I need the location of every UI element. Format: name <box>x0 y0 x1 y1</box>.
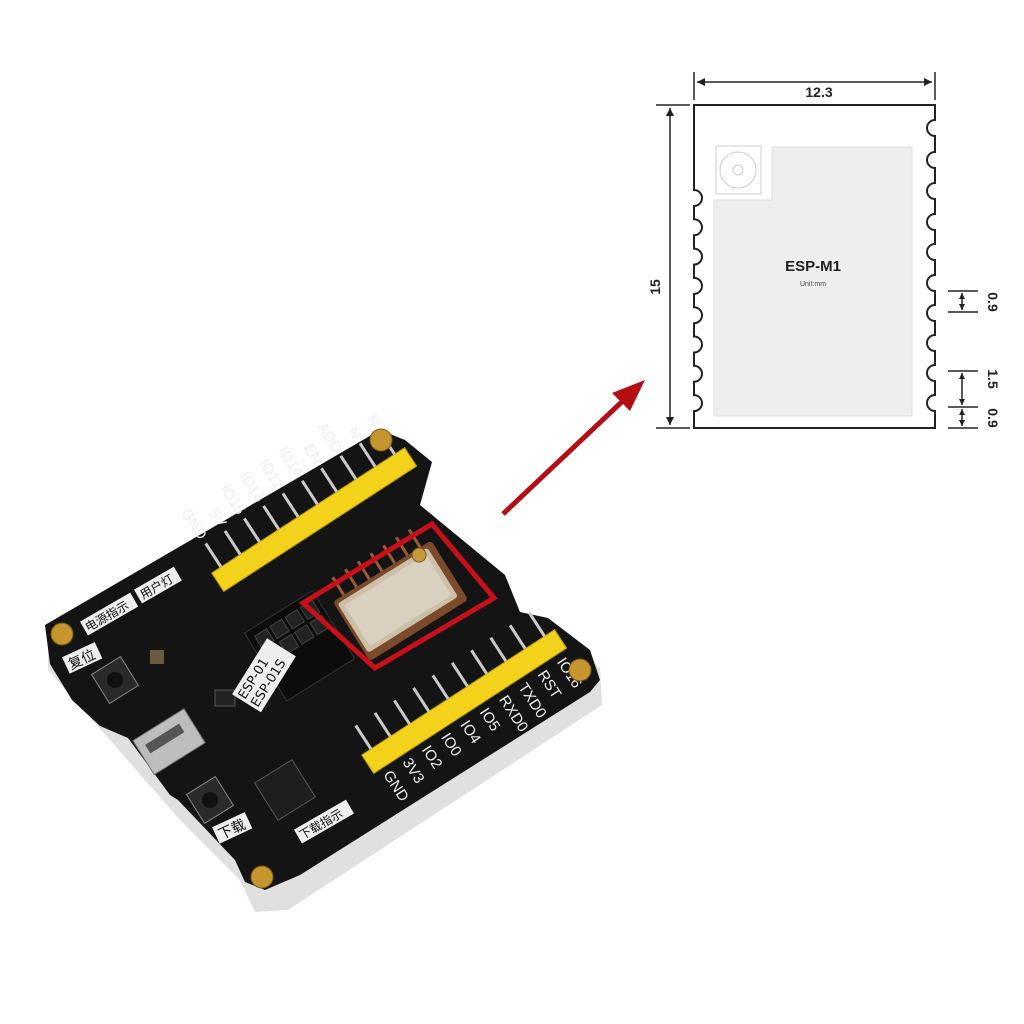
pad-width-value: 0.9 <box>985 292 1001 312</box>
socket-label: ESP-01 ESP-01S <box>232 638 296 713</box>
header-pin <box>431 674 450 700</box>
header-pin <box>528 611 546 638</box>
highlight-box <box>298 520 498 672</box>
header-pin <box>281 492 300 518</box>
pin-label: EN <box>300 441 326 468</box>
header-pin <box>358 442 377 468</box>
header-pin <box>450 662 469 688</box>
header-pin <box>373 712 392 738</box>
antenna-connector-icon <box>411 547 427 563</box>
pad-dimensions <box>948 290 978 429</box>
antenna-center-icon <box>732 164 744 176</box>
regulator-chip <box>214 689 236 707</box>
header-pin <box>508 624 527 650</box>
antenna-icon <box>719 151 757 189</box>
header-pin <box>393 699 411 725</box>
header-pin <box>412 687 431 713</box>
arrowhead-icon <box>612 380 645 411</box>
screw-icon <box>250 865 274 889</box>
header-pin <box>320 467 338 493</box>
usb-serial-chip <box>253 758 317 822</box>
header-pin <box>354 724 373 750</box>
dimension-diagram: ESP-M1 Unit:mm 12.3 15 0.9 1.5 0.9 <box>647 72 1001 429</box>
antenna-connector-outline <box>715 145 762 195</box>
module-shield <box>713 146 913 417</box>
arrowhead-icon <box>959 293 965 426</box>
pad-pitch-value: 1.5 <box>985 369 1001 389</box>
header-pin <box>243 517 261 543</box>
width-value: 12.3 <box>805 84 832 100</box>
screws <box>50 428 592 889</box>
module-name: ESP-M1 <box>785 258 841 275</box>
edge-offset-value: 0.9 <box>985 408 1001 428</box>
bottom-header <box>354 611 568 775</box>
unit-label: Unit:mm <box>800 281 826 288</box>
header-pin <box>223 530 242 556</box>
height-value: 15 <box>647 279 663 295</box>
screw-icon <box>369 428 393 452</box>
screw-icon <box>568 658 592 682</box>
pointer-arrow <box>501 380 645 516</box>
download-button[interactable] <box>185 775 235 825</box>
reset-button[interactable] <box>90 655 140 705</box>
pin-label: N <box>363 412 383 430</box>
capacitor <box>150 650 164 664</box>
screw-icon <box>50 622 74 646</box>
pin-label: N <box>344 424 364 442</box>
header-pin <box>204 542 223 568</box>
header-pin <box>339 454 358 481</box>
module-outline <box>693 104 936 429</box>
micro-usb-port[interactable] <box>132 708 206 776</box>
header-pin <box>489 636 508 663</box>
esp-m1-module <box>331 528 467 660</box>
header-pin <box>300 480 319 506</box>
header-pin <box>262 505 281 531</box>
top-header <box>204 429 418 593</box>
header-pin <box>470 649 488 675</box>
